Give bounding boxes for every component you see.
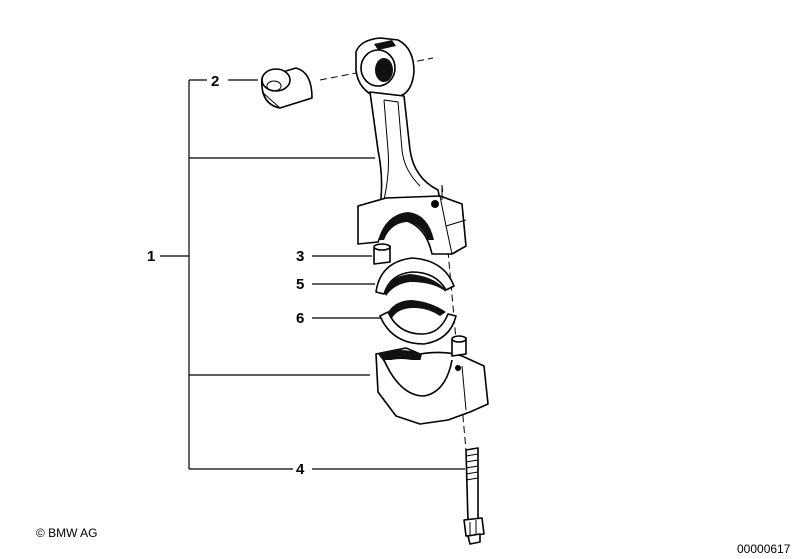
callout-1: 1 — [147, 248, 155, 265]
bushing-part — [261, 67, 313, 109]
callout-2: 2 — [211, 73, 219, 90]
callout-6: 6 — [296, 310, 304, 327]
connecting-rod-part — [355, 37, 467, 255]
callout-4: 4 — [296, 461, 305, 478]
rod-bolt-part — [463, 447, 485, 545]
copyright-text: © BMW AG — [36, 526, 98, 540]
sleeve-part — [373, 243, 391, 265]
callout-3: 3 — [296, 248, 304, 265]
upper-bearing-shell-part — [375, 257, 455, 296]
callout-5: 5 — [296, 276, 304, 293]
drawing-number: 00000617 — [737, 542, 791, 556]
lower-bearing-shell-part — [379, 300, 457, 345]
bearing-cap-part — [375, 335, 489, 425]
